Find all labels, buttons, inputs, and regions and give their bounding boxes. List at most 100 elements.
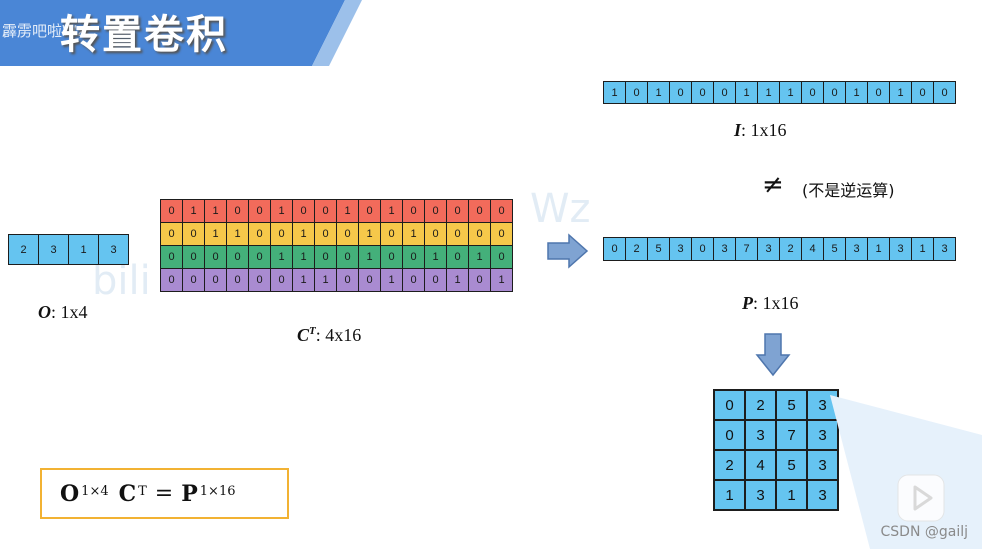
grid-p-cell: 0 [714,390,745,420]
matrix-ct-cell: 0 [248,199,271,223]
matrix-ct-cell: 1 [358,222,381,246]
matrix-ct-cell: 0 [336,245,359,269]
matrix-ct-cell: 1 [314,268,337,292]
matrix-ct-cell: 0 [314,199,337,223]
matrix-ct-cell: 0 [182,268,205,292]
matrix-ct-cell: 0 [424,199,447,223]
channel-overlay: 霹雳吧啦Wz [2,22,85,40]
matrix-ct-cell: 0 [424,268,447,292]
matrix-ct-cell: 0 [270,268,293,292]
matrix-ct-cell: 0 [248,222,271,246]
vector-p-cell: 5 [647,237,670,261]
vector-i-cell: 1 [735,81,758,104]
grid-p-cell: 3 [807,420,838,450]
not-equal-symbol: ≠ [762,170,784,200]
matrix-ct-cell: 0 [248,245,271,269]
matrix-ct-cell: 0 [380,222,403,246]
matrix-ct-cell: 0 [468,268,491,292]
vector-i-cell: 0 [669,81,692,104]
matrix-ct-cell: 0 [336,268,359,292]
footer-credit: CSDN @gailj [880,524,969,540]
matrix-ct-cell: 0 [314,245,337,269]
vector-i-cell: 0 [691,81,714,104]
label-o: O: 1x4 [38,302,88,322]
vector-p-cell: 3 [757,237,780,261]
vector-p-cell: 1 [911,237,934,261]
not-inverse-note: (不是逆运算) [802,181,895,200]
matrix-ct-cell: 1 [292,245,315,269]
matrix-ct-cell: 0 [358,268,381,292]
vector-p-cell: 2 [625,237,648,261]
matrix-ct-cell: 0 [468,222,491,246]
vector-i-cell: 1 [757,81,780,104]
matrix-ct-cell: 1 [270,245,293,269]
label-ct: CT: 4x16 [297,325,362,345]
page-title: 转置卷积 [60,12,228,58]
grid-p-cell: 4 [745,450,776,480]
matrix-ct-cell: 0 [358,199,381,223]
label-i: I: 1x16 [734,120,787,140]
matrix-ct-cell: 1 [424,245,447,269]
vector-i-cell: 1 [779,81,802,104]
vector-p-cell: 0 [691,237,714,261]
matrix-ct-cell: 0 [160,245,183,269]
matrix-ct-cell: 0 [248,268,271,292]
matrix-ct-cell: 0 [402,268,425,292]
grid-p-cell: 3 [745,480,776,510]
grid-p-cell: 3 [807,450,838,480]
vector-p-cell: 3 [889,237,912,261]
matrix-ct-cell: 1 [204,222,227,246]
vector-p-cell: 0 [603,237,626,261]
matrix-ct-cell: 0 [402,199,425,223]
matrix-ct-cell: 1 [292,268,315,292]
matrix-ct-cell: 1 [490,268,513,292]
matrix-ct-cell: 0 [160,222,183,246]
grid-p-cell: 2 [745,390,776,420]
matrix-ct-cell: 0 [226,245,249,269]
vector-p-cell: 1 [867,237,890,261]
matrix-ct-cell: 1 [182,199,205,223]
arrow-right-icon [547,233,589,269]
vector-p-cell: 7 [735,237,758,261]
vector-i-cell: 0 [867,81,890,104]
vector-p-cell: 3 [933,237,956,261]
vector-p-cell: 2 [779,237,802,261]
vector-i-cell: 0 [823,81,846,104]
matrix-ct-cell: 0 [204,268,227,292]
matrix-ct-cell: 1 [402,222,425,246]
matrix-ct-cell: 1 [358,245,381,269]
matrix-ct-cell: 0 [204,245,227,269]
vector-i-cell: 0 [801,81,824,104]
matrix-ct-cell: 0 [446,222,469,246]
arrow-down-icon [755,333,791,377]
matrix-ct-cell: 0 [380,245,403,269]
vector-i-cell: 1 [889,81,912,104]
matrix-ct-cell: 0 [182,245,205,269]
vector-p-cell: 3 [845,237,868,261]
grid-p-cell: 3 [745,420,776,450]
vector-i-cell: 0 [713,81,736,104]
matrix-ct-cell: 0 [490,245,513,269]
matrix-ct-cell: 0 [160,268,183,292]
grid-p-cell: 2 [714,450,745,480]
grid-p-cell: 7 [776,420,807,450]
matrix-ct-cell: 0 [446,245,469,269]
grid-p-cell: 1 [714,480,745,510]
matrix-ct-cell: 0 [490,199,513,223]
matrix-ct-cell: 0 [292,199,315,223]
grid-p-cell: 0 [714,420,745,450]
vector-i-cell: 1 [603,81,626,104]
matrix-ct-cell: 0 [314,222,337,246]
play-icon[interactable] [895,472,947,524]
vector-o-cell: 2 [8,234,39,265]
vector-p-cell: 3 [669,237,692,261]
